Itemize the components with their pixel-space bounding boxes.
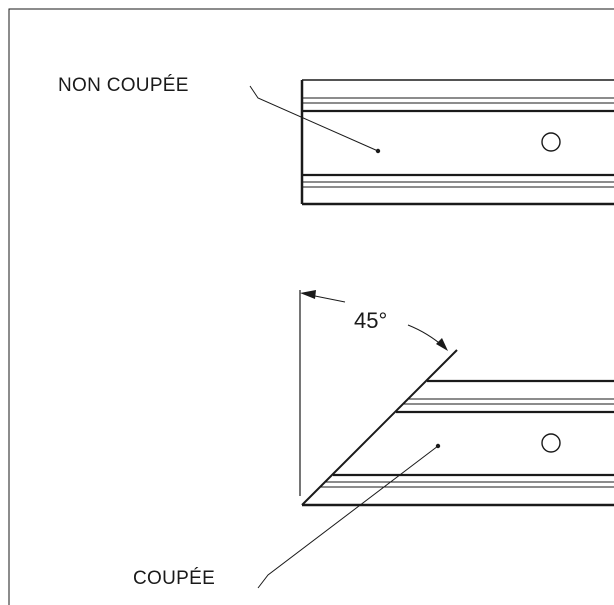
cut-profile bbox=[301, 349, 614, 507]
uncut-leader-line bbox=[249, 85, 379, 152]
cut-leader-line bbox=[257, 445, 439, 589]
angle-arrowhead-right bbox=[436, 338, 448, 351]
cut-leader bbox=[257, 443, 441, 589]
uncut-hole bbox=[541, 132, 561, 152]
uncut-profile bbox=[300, 79, 614, 206]
drawing-frame bbox=[8, 8, 614, 605]
cut-hole bbox=[541, 433, 561, 453]
uncut-leader-dot bbox=[375, 148, 381, 154]
cut-angled-edge bbox=[301, 349, 458, 506]
cut-label: COUPÉE bbox=[133, 568, 215, 589]
uncut-label: NON COUPÉE bbox=[58, 75, 189, 96]
angle-dimension-leader-left bbox=[309, 294, 346, 303]
angle-arrowhead-left bbox=[300, 290, 316, 299]
uncut-leader bbox=[249, 85, 381, 154]
angle-label: 45° bbox=[354, 308, 387, 333]
cut-leader-dot bbox=[435, 443, 441, 449]
